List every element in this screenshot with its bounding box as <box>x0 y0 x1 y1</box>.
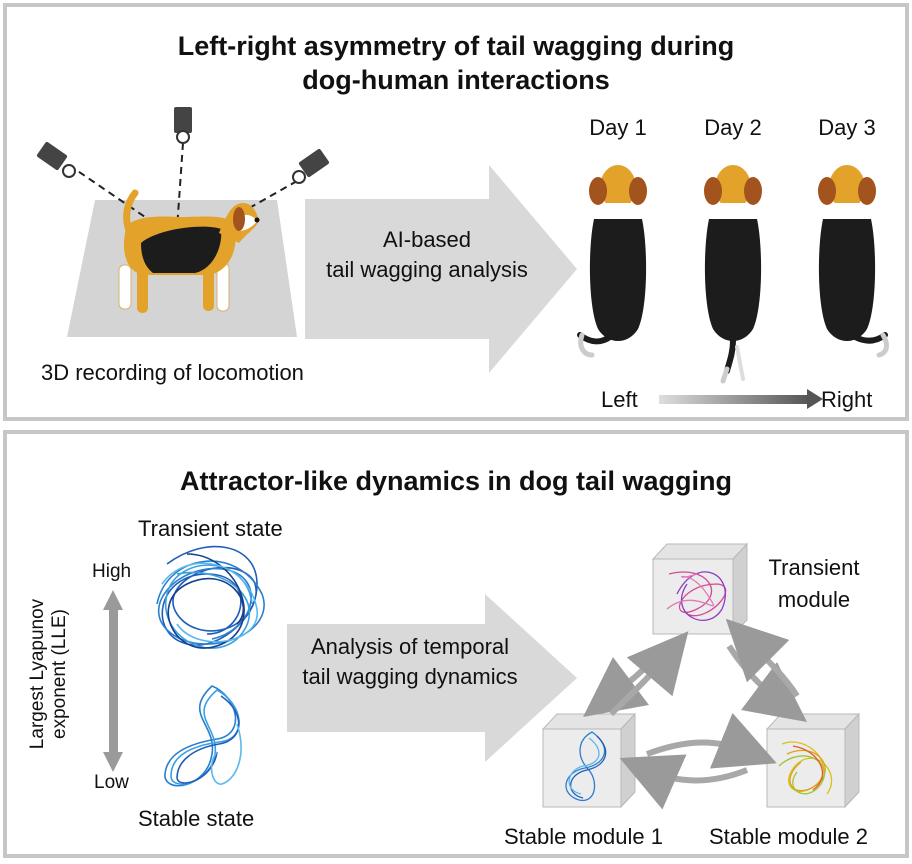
stable-state-trajectory <box>164 685 242 787</box>
left-right-scale-arrowhead <box>807 389 823 409</box>
stable-module-2-cube <box>765 712 861 809</box>
scale-right-label: Right <box>821 387 873 412</box>
day-3-label: Day 3 <box>818 115 876 140</box>
scale-left-label: Left <box>601 387 638 412</box>
transient-module-line1: Transient <box>768 555 860 580</box>
left-right-scale-bar <box>659 395 809 404</box>
camera-icon-right <box>292 148 330 184</box>
transient-module-label: Transient module <box>749 552 879 616</box>
day-1-label: Day 1 <box>589 115 647 140</box>
recording-caption: 3D recording of locomotion <box>41 360 304 385</box>
transient-module-line2: module <box>777 587 851 612</box>
stable-module-2-label: Stable module 2 <box>709 824 868 849</box>
top-title-line1: Left-right asymmetry of tail wagging dur… <box>177 31 735 61</box>
camera-icon-center <box>174 107 192 144</box>
top-arrow-line2: tail wagging analysis <box>326 257 528 282</box>
camera-icon-left <box>36 141 76 178</box>
lle-axis-line1: Largest Lyapunov <box>27 598 48 750</box>
bottom-arrow-line1: Analysis of temporal <box>310 634 510 659</box>
transient-state-trajectory <box>156 545 265 649</box>
bottom-arrow-line2: tail wagging dynamics <box>302 664 518 689</box>
big-arrow-bottom <box>287 594 577 762</box>
lle-low-label: Low <box>94 772 129 793</box>
lle-axis-line2: exponent (LLE) <box>49 609 70 739</box>
beagle-side-view-icon <box>118 189 260 313</box>
transient-state-label: Transient state <box>138 516 283 541</box>
top-illustration <box>36 107 889 409</box>
stable-module-1-label: Stable module 1 <box>504 824 663 849</box>
top-title-line2: dog-human interactions <box>302 65 610 95</box>
module-transition-arrows <box>583 618 807 810</box>
bottom-panel: Attractor-like dynamics in dog tail wagg… <box>3 430 909 858</box>
bottom-title: Attractor-like dynamics in dog tail wagg… <box>179 466 733 496</box>
lle-high-label: High <box>92 561 132 582</box>
dog-top-view-day1-icon <box>577 153 647 358</box>
big-arrow-top <box>305 165 577 373</box>
top-panel: Left-right asymmetry of tail wagging dur… <box>3 3 909 421</box>
lle-double-arrow <box>103 590 123 772</box>
stable-module-1-cube <box>541 712 637 809</box>
dog-top-view-day2-icon <box>704 153 762 384</box>
day-2-label: Day 2 <box>704 115 762 140</box>
top-arrow-label: AI-based tail wagging analysis <box>307 225 547 285</box>
stable-state-label: Stable state <box>138 806 255 831</box>
top-arrow-line1: AI-based <box>382 227 472 252</box>
dog-top-view-day3-icon <box>818 153 889 358</box>
bottom-arrow-label: Analysis of temporal tail wagging dynami… <box>285 632 535 692</box>
lle-axis-label: Largest Lyapunov exponent (LLE) <box>27 584 71 764</box>
bottom-illustration <box>103 542 861 810</box>
transient-module-cube <box>651 542 749 636</box>
